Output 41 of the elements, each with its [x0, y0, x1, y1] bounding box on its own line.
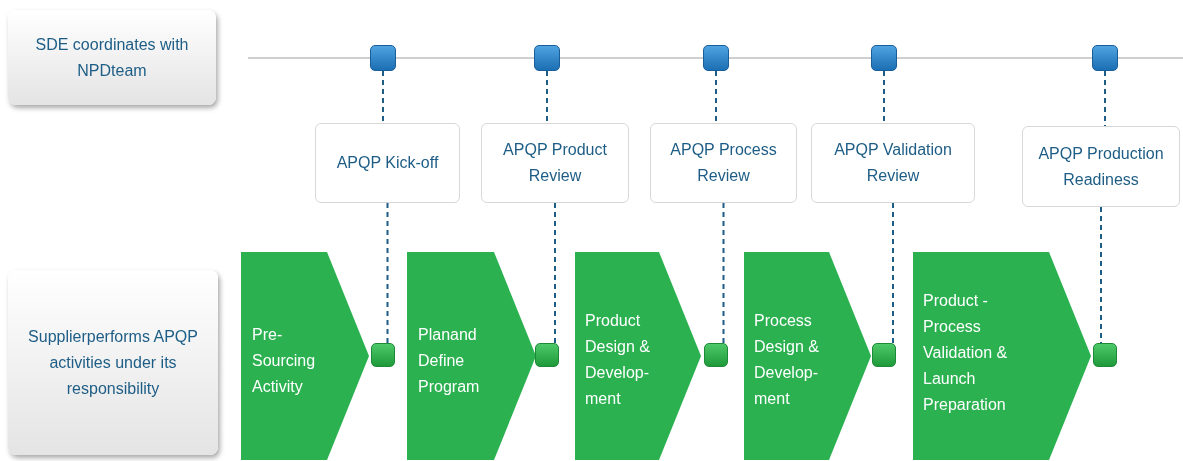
step-label: Product Design & Develop- ment: [585, 311, 651, 409]
milestone-card: APQP Process Review: [650, 123, 797, 203]
step-label: Planand Define Program: [418, 325, 481, 397]
step-label: Process Design & Develop- ment: [754, 311, 820, 409]
step-marker: [704, 343, 728, 367]
dashed-connector: [382, 70, 384, 124]
dashed-connector: [554, 202, 556, 344]
dashed-connector: [892, 202, 894, 344]
milestone-marker: [703, 45, 729, 71]
timeline-line: [896, 57, 1093, 59]
dashed-connector: [722, 202, 725, 344]
dashed-connector: [883, 70, 885, 124]
timeline-line: [247, 57, 371, 59]
process-step: [407, 252, 536, 460]
dashed-connector: [546, 70, 548, 124]
process-step: [913, 252, 1091, 460]
milestone-card: APQP Product Review: [481, 123, 629, 203]
step-marker: [535, 343, 559, 367]
step-marker: [371, 343, 395, 367]
process-step: [744, 252, 871, 460]
step-marker: [872, 343, 896, 367]
milestone-marker: [534, 45, 560, 71]
milestone-card: APQP Production Readiness: [1022, 126, 1180, 207]
milestone-marker: [1092, 45, 1118, 71]
step-label: Pre- Sourcing Activity: [252, 325, 317, 397]
step-label: Product - Process Validation & Launch Preparation: [923, 291, 1009, 415]
milestone-card: APQP Validation Review: [811, 123, 975, 203]
timeline-line: [395, 57, 535, 59]
milestone-card: APQP Kick-off: [315, 123, 460, 203]
dashed-connector: [715, 70, 717, 124]
step-marker: [1093, 343, 1117, 367]
process-step: [241, 252, 369, 460]
timeline-line: [728, 57, 872, 59]
process-step: [575, 252, 701, 460]
row-header-card: Supplierperforms APQP activities under its responsibility: [8, 270, 218, 455]
timeline-line: [1117, 57, 1183, 59]
timeline-line: [559, 57, 704, 59]
milestone-marker: [370, 45, 396, 71]
row-header-card: SDE coordinates with NPDteam: [8, 10, 216, 105]
milestone-marker: [871, 45, 897, 71]
dashed-connector: [386, 202, 389, 344]
